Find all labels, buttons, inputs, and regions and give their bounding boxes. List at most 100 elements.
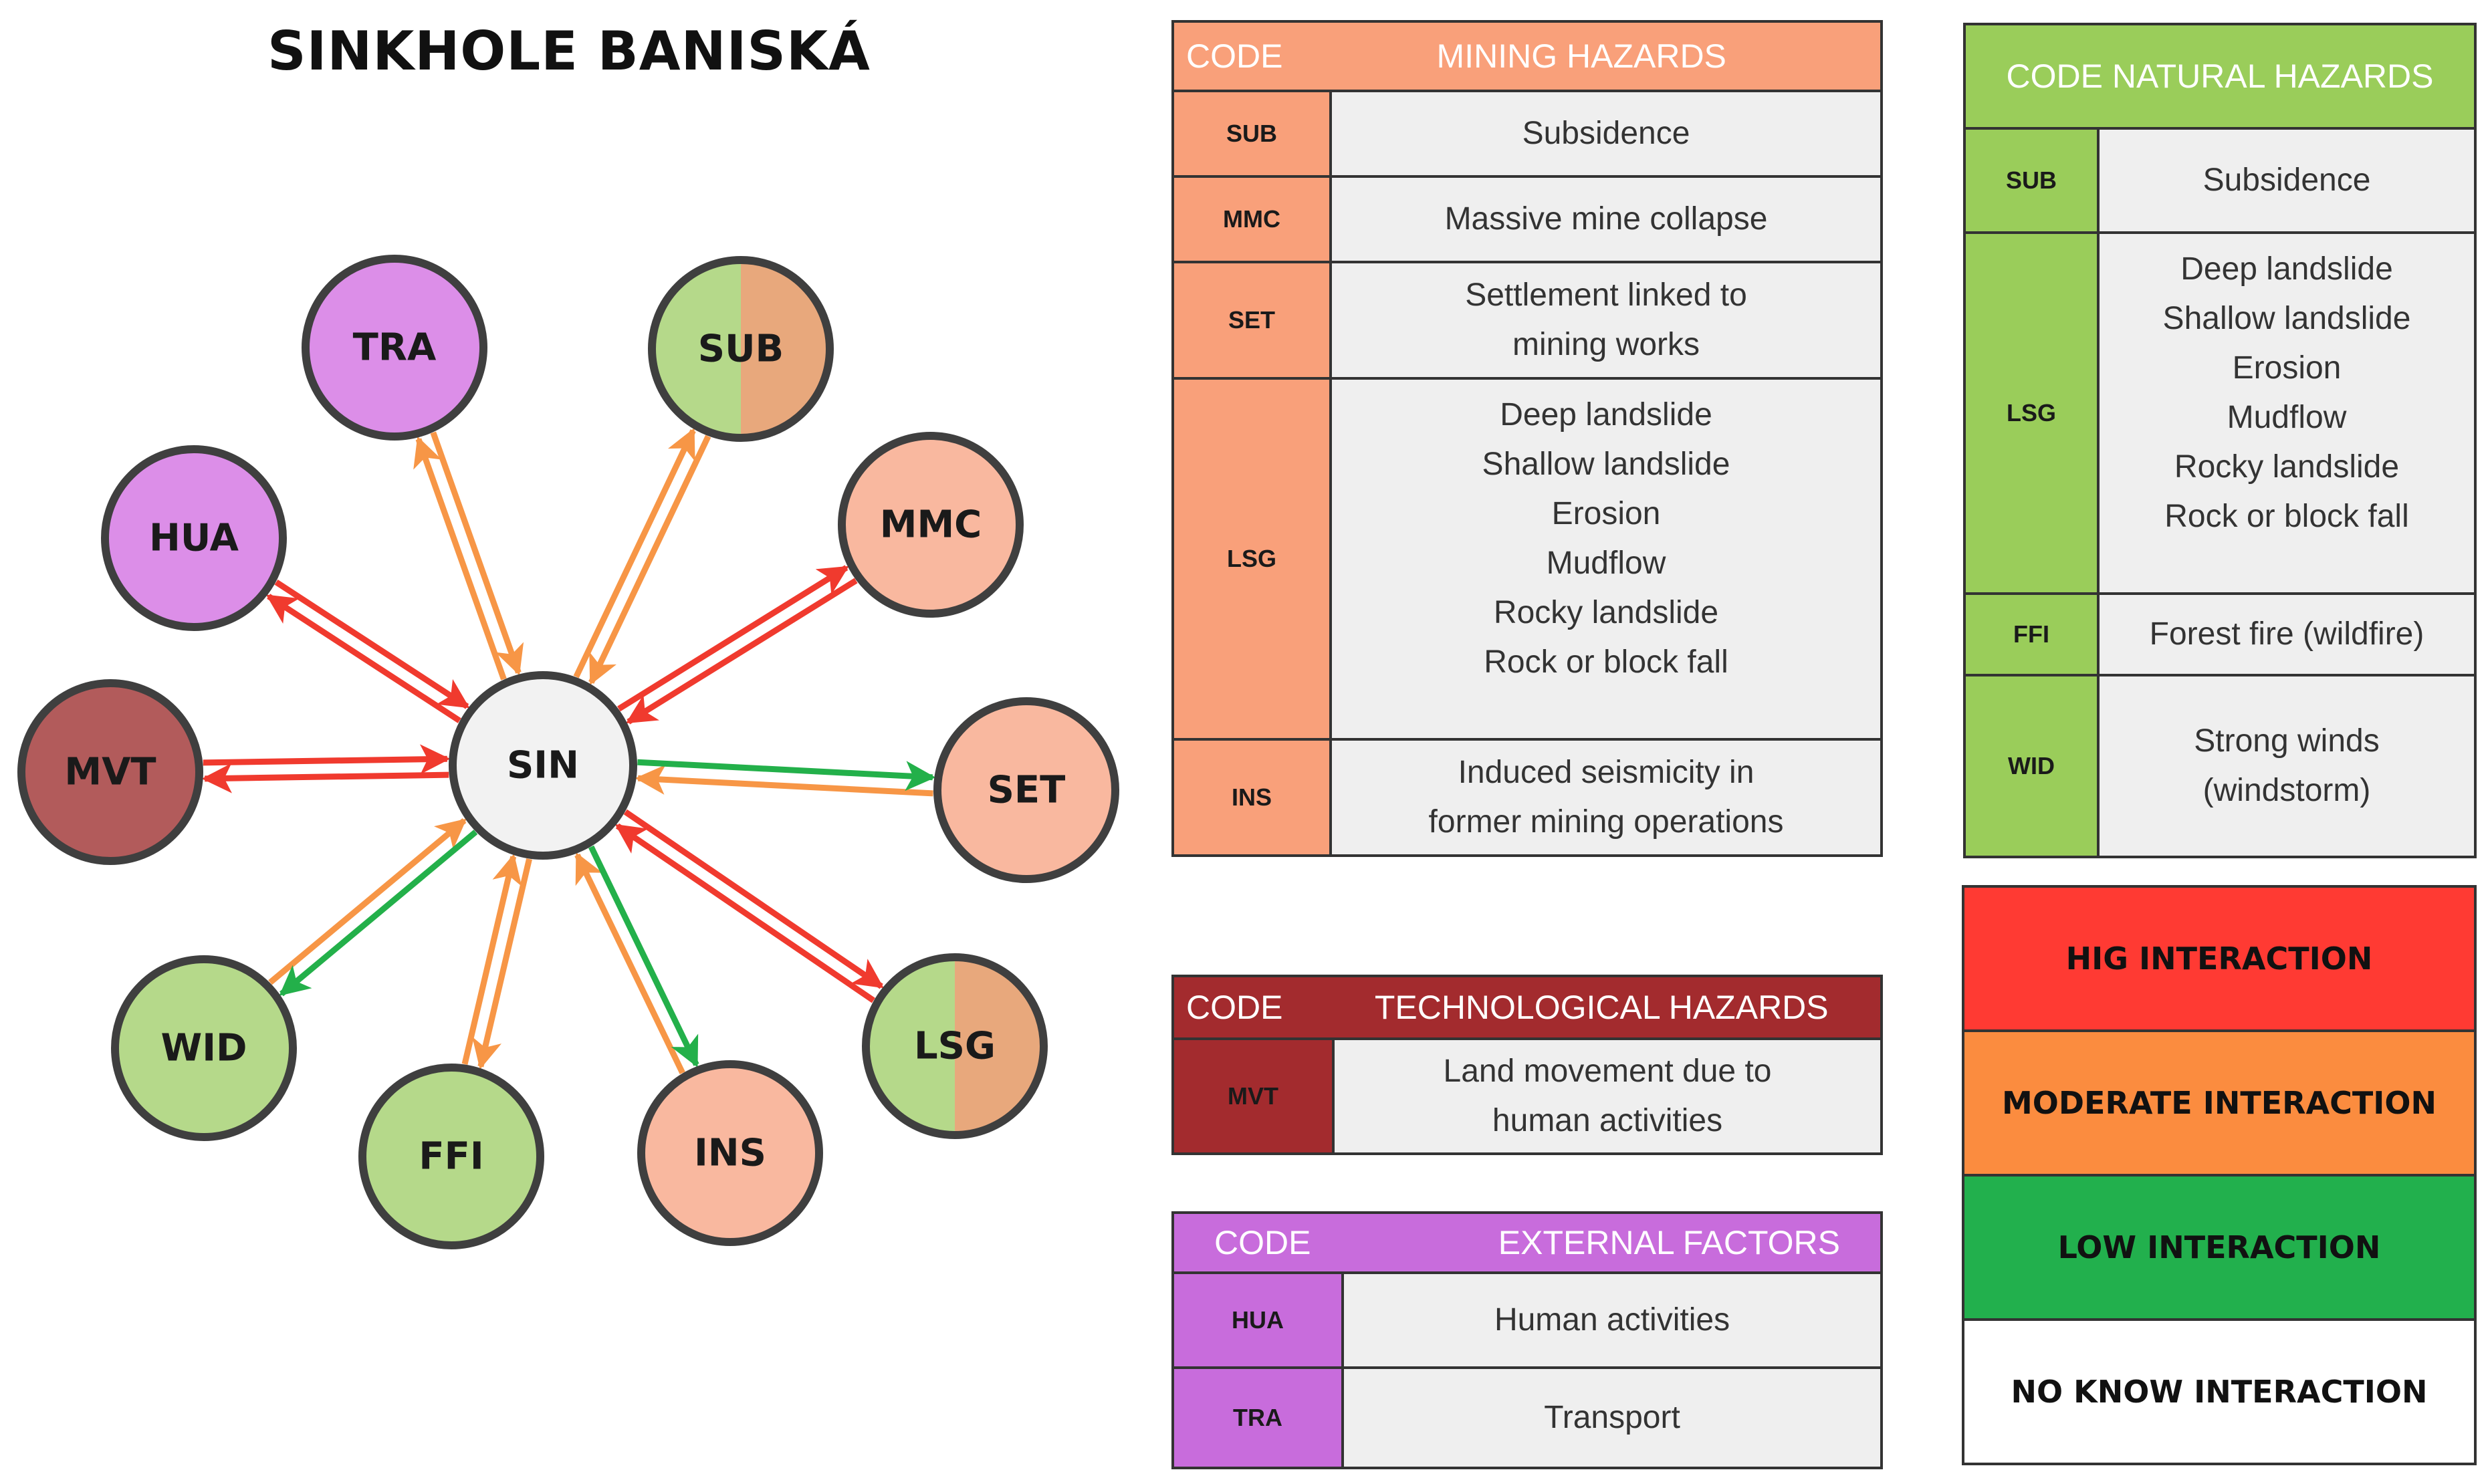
mining-hazards-table: CODE MINING HAZARDS SUB Subsidence MMC M… xyxy=(1171,20,1883,857)
arrow-mvt-to-sin xyxy=(203,744,451,775)
node-label: LSG xyxy=(914,1025,996,1068)
technological-table-header: CODE TECHNOLOGICAL HAZARDS xyxy=(1171,975,1883,1040)
arrow-sin-to-wid xyxy=(279,830,478,997)
mining-row-set: SET Settlement linked to mining works xyxy=(1171,261,1883,380)
arrow-lsg-to-sin xyxy=(614,823,875,1003)
natural-hazards-table: CODE NATURAL HAZARDS SUB Subsidence LSG … xyxy=(1963,23,2477,858)
node-lsg: LSG xyxy=(862,953,1048,1139)
node-tra: TRA xyxy=(302,255,487,441)
arrow-tra-to-sin xyxy=(430,431,524,676)
description-cell: Massive mine collapse xyxy=(1329,175,1883,263)
legend-high-interaction: HIG INTERACTION xyxy=(1962,885,2477,1032)
node-label: WID xyxy=(160,1027,247,1070)
code-cell: FFI xyxy=(1963,592,2100,676)
code-cell: LSG xyxy=(1171,377,1332,741)
arrow-ffi-to-sin xyxy=(461,854,522,1065)
arrow-sin-to-set xyxy=(637,759,936,791)
description-cell: Induced seismicity in former mining oper… xyxy=(1329,738,1883,857)
legend-low-interaction: LOW INTERACTION xyxy=(1962,1174,2477,1321)
arrow-sin-to-hua xyxy=(265,594,461,723)
node-label: HUA xyxy=(149,517,239,560)
node-label: SUB xyxy=(698,328,784,371)
external-header-code: CODE xyxy=(1214,1224,1311,1261)
interaction-arrows xyxy=(201,428,936,1074)
arrow-wid-to-sin xyxy=(268,818,467,985)
natural-row-ffi: FFI Forest fire (wildfire) xyxy=(1963,592,2477,676)
arrow-sin-to-mmc xyxy=(617,565,849,712)
code-cell: SUB xyxy=(1963,127,2100,234)
mining-table-header: CODE MINING HAZARDS xyxy=(1171,20,1883,92)
mining-header-title: MINING HAZARDS xyxy=(1436,37,1726,75)
arrow-mmc-to-sin xyxy=(626,578,858,725)
description-cell: Strong winds (windstorm) xyxy=(2097,674,2477,858)
description-cell: Settlement linked to mining works xyxy=(1329,261,1883,380)
external-table-header: CODE EXTERNAL FACTORS xyxy=(1171,1211,1883,1274)
diagram-title: SINKHOLE BANISKÁ xyxy=(267,20,871,82)
interaction-legend: HIG INTERACTION MODERATE INTERACTION LOW… xyxy=(1962,885,2477,1465)
arrow-ins-to-sin xyxy=(574,852,685,1074)
node-label: SIN xyxy=(507,744,579,787)
node-label: SET xyxy=(988,769,1066,812)
description-cell: Deep landslide Shallow landslide Erosion… xyxy=(2097,231,2477,595)
natural-row-sub: SUB Subsidence xyxy=(1963,127,2477,234)
node-label: INS xyxy=(694,1132,766,1175)
description-cell: Forest fire (wildfire) xyxy=(2097,592,2477,676)
node-mmc: MMC xyxy=(838,432,1024,618)
natural-row-wid: WID Strong winds (windstorm) xyxy=(1963,674,2477,858)
code-cell: MMC xyxy=(1171,175,1332,263)
node-label: MVT xyxy=(64,751,156,794)
arrow-sin-to-tra xyxy=(413,436,507,681)
description-cell: Subsidence xyxy=(2097,127,2477,234)
natural-header-title: CODE NATURAL HAZARDS xyxy=(2006,57,2434,95)
arrow-sin-to-sub xyxy=(573,428,696,678)
code-cell: HUA xyxy=(1171,1271,1344,1369)
legend-moderate-interaction: MODERATE INTERACTION xyxy=(1962,1029,2477,1177)
code-cell: WID xyxy=(1963,674,2100,858)
node-hua: HUA xyxy=(101,445,287,631)
mining-row-lsg: LSG Deep landslide Shallow landslide Ero… xyxy=(1171,377,1883,741)
code-cell: TRA xyxy=(1171,1366,1344,1469)
technological-row-mvt: MVT Land movement due to human activitie… xyxy=(1171,1037,1883,1155)
node-sin: SIN xyxy=(449,671,637,860)
external-row-tra: TRA Transport xyxy=(1171,1366,1883,1469)
node-ffi: FFI xyxy=(358,1064,544,1249)
arrow-sub-to-sin xyxy=(588,435,711,686)
external-header-title: EXTERNAL FACTORS xyxy=(1498,1224,1840,1261)
technological-header-title: TECHNOLOGICAL HAZARDS xyxy=(1374,989,1829,1026)
natural-row-lsg: LSG Deep landslide Shallow landslide Ero… xyxy=(1963,231,2477,595)
code-cell: INS xyxy=(1171,738,1332,857)
natural-table-header: CODE NATURAL HAZARDS xyxy=(1963,23,2477,130)
description-cell: Land movement due to human activities xyxy=(1332,1037,1883,1155)
arrow-sin-to-ffi xyxy=(472,858,532,1070)
external-row-hua: HUA Human activities xyxy=(1171,1271,1883,1369)
arrow-set-to-sin xyxy=(635,764,933,797)
code-cell: SET xyxy=(1171,261,1332,380)
external-factors-table: CODE EXTERNAL FACTORS HUA Human activiti… xyxy=(1171,1211,1883,1469)
arrow-sin-to-mvt xyxy=(201,763,449,793)
node-wid: WID xyxy=(111,955,297,1141)
node-set: SET xyxy=(933,697,1119,883)
technological-hazards-table: CODE TECHNOLOGICAL HAZARDS MVT Land move… xyxy=(1171,975,1883,1155)
node-label: TRA xyxy=(353,326,437,370)
description-cell: Human activities xyxy=(1341,1271,1883,1369)
node-sub: SUB xyxy=(648,256,834,442)
description-cell: Subsidence xyxy=(1329,90,1883,178)
mining-row-mmc: MMC Massive mine collapse xyxy=(1171,175,1883,263)
code-cell: MVT xyxy=(1171,1037,1335,1155)
technological-header-code: CODE xyxy=(1186,989,1283,1026)
arrow-sin-to-lsg xyxy=(623,809,884,989)
mining-header-code: CODE xyxy=(1186,37,1283,75)
arrow-sin-to-ins xyxy=(588,845,699,1068)
description-cell: Deep landslide Shallow landslide Erosion… xyxy=(1329,377,1883,741)
mining-row-sub: SUB Subsidence xyxy=(1171,90,1883,178)
node-ins: INS xyxy=(637,1060,823,1246)
node-label: MMC xyxy=(880,503,982,547)
interaction-diagram: SIN TRA SUB HUA MMC MVT SET WID LSG FFI INS xyxy=(17,255,1119,1249)
mining-row-ins: INS Induced seismicity in former mining … xyxy=(1171,738,1883,857)
node-mvt: MVT xyxy=(17,679,203,865)
node-label: FFI xyxy=(419,1135,483,1179)
hazard-nodes: SIN TRA SUB HUA MMC MVT SET WID LSG FFI INS xyxy=(17,255,1119,1249)
description-cell: Transport xyxy=(1341,1366,1883,1469)
code-cell: SUB xyxy=(1171,90,1332,178)
arrow-hua-to-sin xyxy=(274,580,470,709)
